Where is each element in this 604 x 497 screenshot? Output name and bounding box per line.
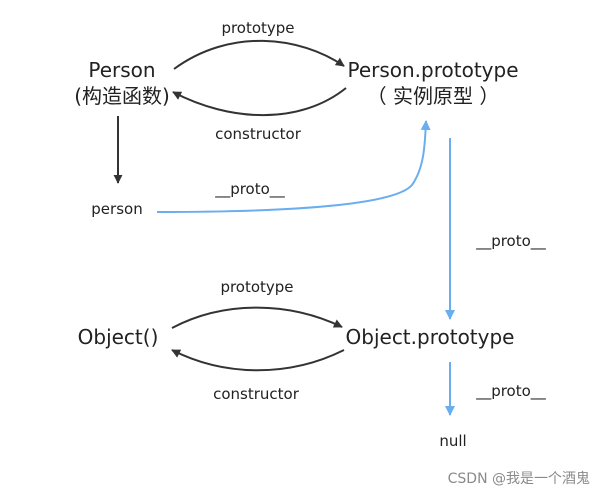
node-object-constructor: Object() xyxy=(78,325,159,349)
node-person-instance: person xyxy=(91,200,142,218)
arrow-person-proto xyxy=(156,120,431,213)
edge-label-object-prototype: prototype xyxy=(220,278,293,296)
edge-label-objectproto-proto: __proto__ xyxy=(475,382,546,401)
arrow-person-prototype xyxy=(173,39,345,70)
watermark: CSDN @我是一个酒鬼 xyxy=(448,471,590,487)
node-person-name: Person xyxy=(88,58,155,82)
edge-label-object-constructor: constructor xyxy=(213,385,300,403)
node-null: null xyxy=(439,432,466,450)
edge-label-person-constructor: constructor xyxy=(215,125,302,143)
node-person-prototype-note: （ 实例原型 ） xyxy=(367,84,500,108)
node-person-note: (构造函数) xyxy=(74,84,170,108)
arrow-object-constructor xyxy=(171,349,345,372)
arrow-object-prototype xyxy=(171,306,343,329)
node-person-prototype-name: Person.prototype xyxy=(347,58,518,82)
edge-label-person-prototype: prototype xyxy=(221,19,294,37)
arrow-person-constructor xyxy=(172,87,347,117)
node-object-prototype: Object.prototype xyxy=(346,325,515,349)
edge-label-personproto-proto: __proto__ xyxy=(475,232,546,251)
edge-label-person-proto: __proto__ xyxy=(214,180,285,199)
